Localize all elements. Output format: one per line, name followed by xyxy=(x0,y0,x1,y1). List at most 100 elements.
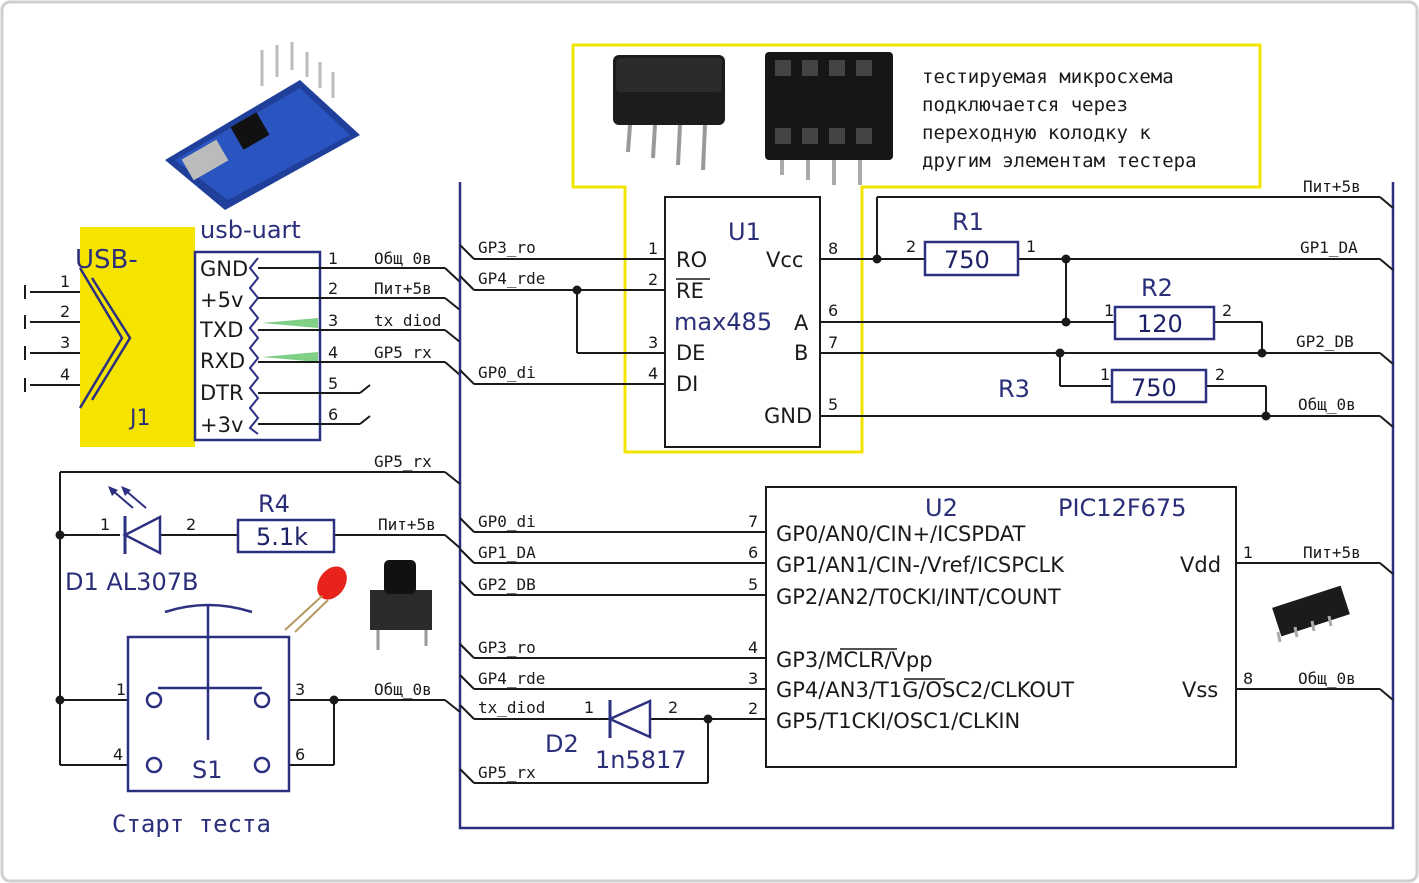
s1-pin-6: 6 xyxy=(295,745,305,764)
rx-arrow-icon xyxy=(262,352,318,362)
d2-value: 1n5817 xyxy=(595,746,687,774)
j1-pin-1: 1 xyxy=(60,272,70,291)
u1-num-1: 1 xyxy=(648,239,658,258)
u2-net-gp4rde: GP4_rde xyxy=(478,669,545,688)
usb-uart-pin-gnd: GND xyxy=(200,257,248,281)
usb-uart-zigzag xyxy=(248,257,260,435)
u2-num-4: 4 xyxy=(748,638,758,657)
r3-pin-left: 1 xyxy=(1100,365,1110,384)
u1-num-2: 2 xyxy=(648,270,658,289)
j1-pin-3: 3 xyxy=(60,333,70,352)
d2-net-below: GP5_rx xyxy=(478,763,536,782)
u1-num-3: 3 xyxy=(648,333,658,352)
r2-value: 120 xyxy=(1137,310,1183,338)
u1-num-8: 8 xyxy=(828,239,838,258)
u1-ref: U1 xyxy=(728,218,761,246)
dip8-chip-photo xyxy=(613,55,725,171)
usb-uart-net-1: Общ_0в xyxy=(374,249,432,268)
u2-num-3: 3 xyxy=(748,669,758,688)
u2-net-txdiod: tx_diod xyxy=(478,698,545,717)
u2-net-gp3ro: GP3_ro xyxy=(478,638,536,657)
usb-uart-net-4: GP5_rx xyxy=(374,343,432,362)
junction-rde xyxy=(572,285,582,295)
r4-value: 5.1k xyxy=(256,523,308,551)
dip-socket-photo xyxy=(765,52,893,185)
r4-body xyxy=(236,518,336,554)
usb-uart-num-5: 5 xyxy=(328,374,338,393)
u1-pin-re: RE xyxy=(676,279,704,303)
u2-pin-gp3: GP3/MCLR/Vpp xyxy=(776,648,933,672)
u1-pin-a: A xyxy=(794,311,809,335)
smd-chip-photo xyxy=(1272,585,1350,643)
u2-pin-vss: Vss xyxy=(1182,678,1218,702)
s1-pin-3: 3 xyxy=(295,680,305,699)
j1-pin-4: 4 xyxy=(60,365,70,384)
usb-uart-net-3: tx_diod xyxy=(374,311,441,330)
usb-uart-num-2: 2 xyxy=(328,279,338,298)
socket-highlight-outline xyxy=(571,43,1262,454)
u1-net-gp0di: GP0_di xyxy=(478,363,536,382)
u1-pin-de: DE xyxy=(676,341,705,365)
usb-uart-num-3: 3 xyxy=(328,311,338,330)
usb-uart-num-6: 6 xyxy=(328,405,338,424)
r1-value: 750 xyxy=(944,246,990,274)
u2-num-5: 5 xyxy=(748,575,758,594)
j1-ref: J1 xyxy=(128,406,151,431)
u2-net-vss: Общ_0в xyxy=(1298,669,1356,688)
j1-pin-2: 2 xyxy=(60,302,70,321)
usb-uart-pin-rxd: RXD xyxy=(200,349,245,373)
note-line-3: переходную колодку к xyxy=(922,122,1151,144)
junction-b xyxy=(1055,348,1065,358)
d2-pin-2: 2 xyxy=(668,698,678,717)
u2-pin-gp1: GP1/AN1/CIN-/Vref/ICSPCLK xyxy=(776,553,1065,577)
r3-value: 750 xyxy=(1131,374,1177,402)
s1-contacts xyxy=(145,603,271,774)
net-right-pit: Пит+5в xyxy=(1303,177,1361,196)
usb-uart-wires xyxy=(258,267,461,425)
u2-pin-gp0: GP0/AN0/CIN+/ICSPDAT xyxy=(776,522,1026,546)
r2-ref: R2 xyxy=(1141,274,1173,302)
note-line-2: подключается через xyxy=(922,94,1128,116)
led-photo xyxy=(284,566,347,633)
u1-pin-gnd: GND xyxy=(764,404,812,428)
net-right-gp2db: GP2_DB xyxy=(1296,332,1354,351)
u2-body xyxy=(765,486,1237,768)
junction-s1-left xyxy=(55,695,65,705)
usb-uart-board-photo xyxy=(165,42,360,210)
u2-pin-gp2: GP2/AN2/T0CKI/INT/COUNT xyxy=(776,585,1061,609)
junction-vcc xyxy=(872,254,882,264)
u1-right-wires xyxy=(820,196,1394,428)
usb-uart-net-2: Пит+5в xyxy=(374,279,432,298)
u2-net-gp2db: GP2_DB xyxy=(478,575,536,594)
u2-num-1: 1 xyxy=(1243,543,1253,562)
left-net-gnd: Общ_0в xyxy=(374,680,432,699)
d1-led-symbol xyxy=(108,486,162,556)
d2-pin-1: 1 xyxy=(584,698,594,717)
j1-label: USB- xyxy=(75,245,138,275)
r2-pin-right: 2 xyxy=(1222,301,1232,320)
d1-label: D1 AL307B xyxy=(65,568,198,596)
u2-pin-vdd: Vdd xyxy=(1180,553,1221,577)
u2-net-gp1da: GP1_DA xyxy=(478,543,536,562)
d1-pin-2: 2 xyxy=(186,515,196,534)
s1-pin-1: 1 xyxy=(116,680,126,699)
junction-a xyxy=(1061,317,1071,327)
d2-ref: D2 xyxy=(545,730,579,758)
usb-uart-pin-3v: +3v xyxy=(200,413,243,437)
u1-num-7: 7 xyxy=(828,333,838,352)
u2-pin-gp4: GP4/AN3/T1G/OSC2/CLKOUT xyxy=(776,678,1074,702)
bus-line xyxy=(458,182,1395,830)
r2-body xyxy=(1113,305,1216,341)
u2-num-6: 6 xyxy=(748,543,758,562)
u1-pin-di: DI xyxy=(676,372,698,396)
usb-uart-title: usb-uart xyxy=(200,216,301,244)
r3-ref: R3 xyxy=(998,375,1030,403)
u1-pin-b: B xyxy=(794,341,808,365)
usb-uart-pin-5v: +5v xyxy=(200,288,243,312)
r2-pin-left: 1 xyxy=(1104,301,1114,320)
left-net-pit: Пит+5в xyxy=(378,515,436,534)
junction-da-top xyxy=(1061,254,1071,264)
u2-num-2: 2 xyxy=(748,699,758,718)
r1-pin-right: 1 xyxy=(1026,237,1036,256)
